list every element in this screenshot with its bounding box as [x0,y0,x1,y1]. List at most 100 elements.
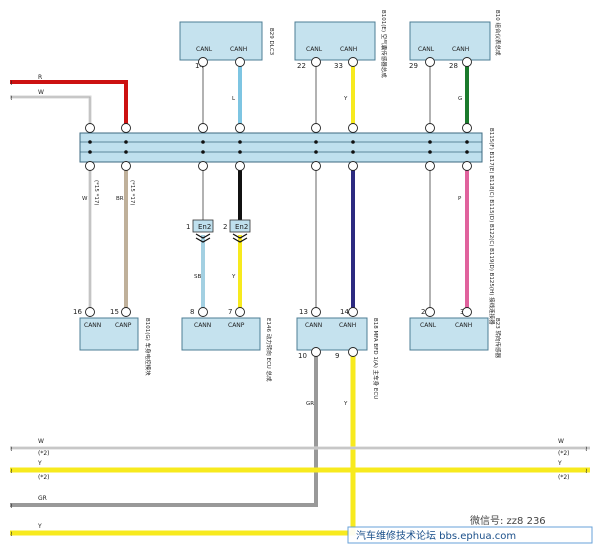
pin-circle [425,57,435,67]
junction-dot [124,140,128,144]
module-label: B101(E) 空气囊传感器总成 [380,10,388,78]
wire-color-label: W [38,438,44,445]
break-mark: ≀ [10,445,13,453]
break-mark: ≀ [10,79,13,87]
pin-circle [462,123,472,133]
top-wires: L Y G [202,60,469,130]
pin-label: 10 [298,352,307,360]
wire-color-label: Y [557,460,562,467]
junction-dot [428,150,432,154]
pin-circle [425,123,435,133]
pin-circle [348,57,358,67]
pin-circle [198,161,208,171]
pin-label: 9 [335,352,339,360]
pin-label: 7 [228,308,232,316]
signal-label: CANP [115,322,132,329]
pin-label: 1 [186,223,190,231]
junction-dot [314,150,318,154]
module-label: B10 组合仪表总成 [494,10,502,56]
pin-circle [198,57,208,67]
pin-label: 28 [449,62,458,70]
pin-label: 8 [190,308,194,316]
pin-circle [198,123,208,133]
pin-circle [198,307,208,317]
top-module-airbag: CANL CANH 22 33 B101(E) 空气囊传感器总成 [294,10,388,78]
signal-label: CANH [340,46,357,53]
pin-label: 15 [110,308,119,316]
pin-circle [425,161,435,171]
pin-circle [235,123,245,133]
top-module-dlc3: CANL CANH 14 B29 DLC3 [179,21,274,70]
connector-label: En2 [235,223,248,231]
signal-label: CANL [420,322,437,329]
pin-circle [311,161,321,171]
pin-circle [121,307,131,317]
pin-circle [311,57,321,67]
pin-label: 14 [340,308,349,316]
junction-dot [238,140,242,144]
pin-circle [311,307,321,317]
wire-color-label: Y [343,401,348,407]
break-mark: ≀ [10,467,13,475]
pin-circle [235,57,245,67]
break-mark: ≀ [10,94,13,102]
wire-color-label: GR [306,401,314,407]
module-label: B101(G) 车身电控模块 [144,318,152,376]
inline-connectors: En2 En2 1 2 [186,219,251,243]
wire-color-label: W [82,196,88,202]
junction-dot [238,150,242,154]
wire-color-label: Y [231,274,236,280]
junction-dot [88,150,92,154]
wire-color-label: R [38,74,42,81]
break-mark: ≀ [585,445,588,453]
bottom-wires: W (*15 *17) BR (*15 *17) SB Y P [82,162,469,310]
pin-label: 13 [299,308,308,316]
pin-circle [85,161,95,171]
wire-color-label: Y [37,523,42,530]
wire-color-label: L [232,96,236,102]
pin-circle [462,161,472,171]
pin-label: 14 [195,62,204,70]
pin-circles [85,57,472,357]
break-mark: ≀ [10,502,13,510]
wire-color-label: P [458,196,462,202]
wire-color-label: W [38,89,44,96]
wire-color-label: W [558,438,564,445]
pin-circle [462,307,472,317]
signal-label: CANH [452,46,469,53]
break-mark: ≀ [585,467,588,475]
module-label: B29 DLC3 [268,28,274,56]
wechat-id: 微信号: zz8 236 [470,514,546,527]
module-label: E146 动力转向 ECU 总成 [265,318,273,382]
watermark-site: 汽车维修技术论坛 bbs.ephua.com [356,529,516,542]
pin-circle [311,123,321,133]
wire-color-label: SB [194,274,201,280]
middle-module-pins: 10 9 [298,352,339,360]
break-mark: ≀ [10,530,13,538]
pin-label: 2 [223,223,227,231]
pin-circle [348,347,358,357]
wire-color-label: GR [38,495,47,502]
module-label: B18 MFA BFD 1(A) 主车身 ECU [372,318,380,399]
wire-color-label: Y [37,460,42,467]
pin-circle [348,307,358,317]
lower-bus: GR Y W (*2) W (*2) Y (*2) Y (*2) GR Y ≀ … [10,356,590,538]
module-label: B23 转向传感器 [494,318,502,359]
signal-label: CANH [455,322,472,329]
wire-tag: (*2) [38,474,50,481]
junction-dot [465,140,469,144]
junction-dot [124,150,128,154]
wire-color-label: G [458,96,462,102]
pin-circle [85,123,95,133]
junction-dot [465,150,469,154]
junction-connector: B115(F) B117(E) B118(C) B115(D) B122(C) … [79,128,496,325]
pin-label: 29 [409,62,418,70]
junction-label: B115(F) B117(E) B118(C) B115(D) B122(C) … [488,128,496,325]
signal-label: CANP [228,322,245,329]
bottom-module-body: CANN CANP 16 15 B101(G) 车身电控模块 [73,308,152,376]
bottom-module-steering-sensor: CANL CANH 2 3 B23 转向传感器 [409,308,502,359]
pin-circle [235,307,245,317]
pin-label: 16 [73,308,82,316]
connector-label: En2 [198,223,211,231]
